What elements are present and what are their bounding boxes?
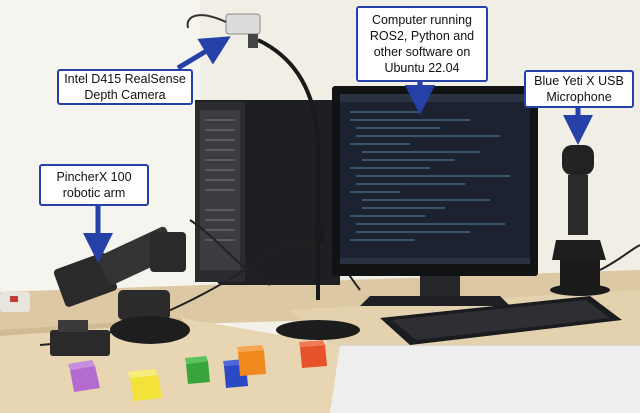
screen-titlebar [340, 94, 530, 102]
screen-taskbar [340, 258, 530, 264]
keyboard-keys [392, 300, 610, 340]
cube-green [185, 356, 210, 384]
mic-head [562, 145, 594, 175]
mic-base [550, 284, 610, 296]
robot-arm-callout: PincherX 100 robotic arm [39, 164, 149, 206]
screen-code-lines [350, 111, 510, 241]
robot-arm [50, 226, 190, 356]
cube-yellow [128, 369, 162, 401]
camera-arrow [176, 36, 231, 71]
mic-body [568, 175, 588, 235]
mount-base [276, 320, 360, 340]
microphone-label-line1: Blue Yeti X USB [534, 74, 624, 88]
camera-callout: Intel D415 RealSense Depth Camera [57, 69, 193, 105]
computer-label-line2: ROS2, Python and [369, 29, 475, 43]
mic-stand [552, 240, 606, 260]
computer-label-line4: Ubuntu 22.04 [384, 61, 460, 75]
camera-cable [186, 14, 227, 29]
monitor-neck [420, 276, 460, 296]
cube-purple [68, 360, 100, 392]
cable [599, 244, 640, 271]
mic-stand-leg [560, 260, 600, 286]
cube-orange [237, 345, 266, 376]
monitor-base [360, 296, 510, 306]
annotation-arrows [83, 36, 593, 263]
camera-label-line1: Intel D415 RealSense [64, 72, 186, 86]
camera-joint [248, 34, 258, 48]
cube-red [299, 340, 327, 368]
monitor-screen [340, 94, 530, 264]
power-switch [10, 296, 18, 302]
mount-clamp [314, 225, 324, 243]
computer-label-line1: Computer running [371, 13, 473, 27]
microphone-label-line2: Microphone [546, 90, 612, 104]
cable [189, 219, 271, 286]
robot-arm-label-line2: robotic arm [62, 186, 126, 200]
computer-callout: Computer running ROS2, Python and other … [356, 6, 488, 82]
cabinet [330, 340, 640, 413]
microphone-callout: Blue Yeti X USB Microphone [524, 70, 634, 108]
depth-camera [225, 13, 261, 35]
robot-arm-label-line1: PincherX 100 [56, 170, 132, 184]
camera-label-line2: Depth Camera [84, 88, 166, 102]
pc-vent-grille [205, 119, 235, 241]
camera-gooseneck [257, 38, 321, 300]
computer-label-line3: other software on [373, 45, 471, 59]
